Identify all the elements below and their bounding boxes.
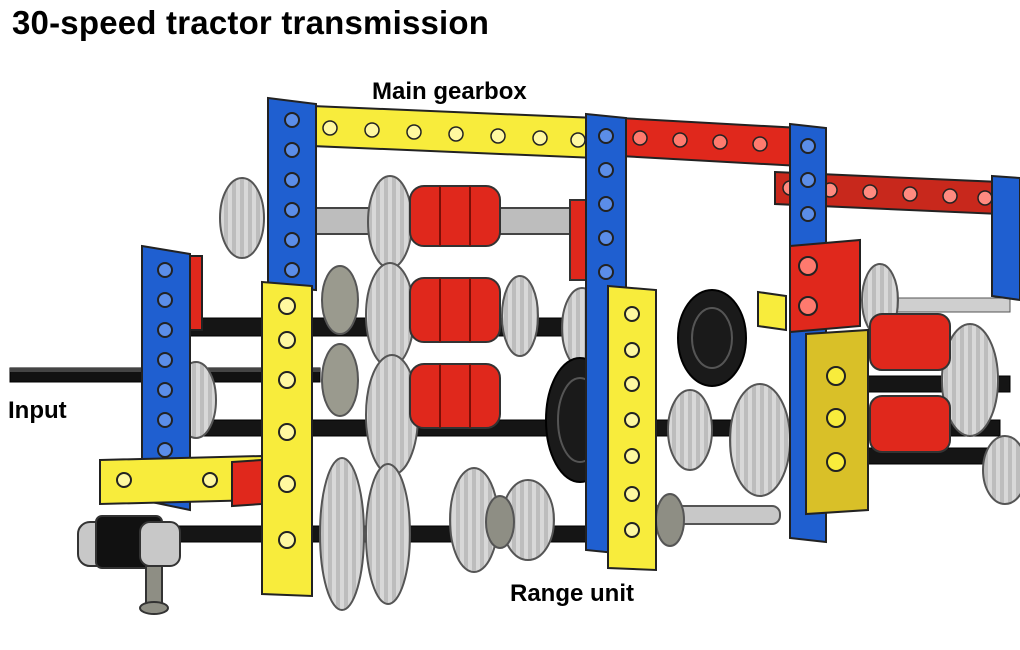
gear	[667, 389, 713, 471]
gears	[175, 175, 1020, 611]
gear	[982, 435, 1020, 505]
input-label: Input	[8, 397, 67, 424]
gear	[655, 493, 685, 547]
gear	[501, 275, 539, 357]
tire	[677, 289, 747, 387]
gear	[319, 457, 365, 611]
blue-beam	[267, 96, 317, 292]
gear	[941, 323, 999, 437]
gear	[485, 495, 515, 549]
gear	[729, 383, 791, 497]
gear	[365, 463, 411, 605]
output-coupler	[77, 515, 181, 615]
gear	[321, 343, 359, 417]
gear	[219, 177, 265, 259]
gear	[365, 262, 415, 368]
range-unit-label: Range unit	[510, 580, 634, 607]
gear	[321, 265, 359, 335]
yellow-beam	[757, 290, 787, 332]
blue-beam	[991, 174, 1020, 302]
red-connector-block	[189, 238, 861, 334]
main-gearbox-label: Main gearbox	[372, 78, 527, 105]
gear	[367, 175, 413, 269]
yellow-beams	[99, 280, 869, 598]
red-top-beam	[619, 116, 801, 168]
blue-beam	[141, 244, 191, 512]
page-title: 30-speed tractor transmission	[12, 4, 490, 41]
